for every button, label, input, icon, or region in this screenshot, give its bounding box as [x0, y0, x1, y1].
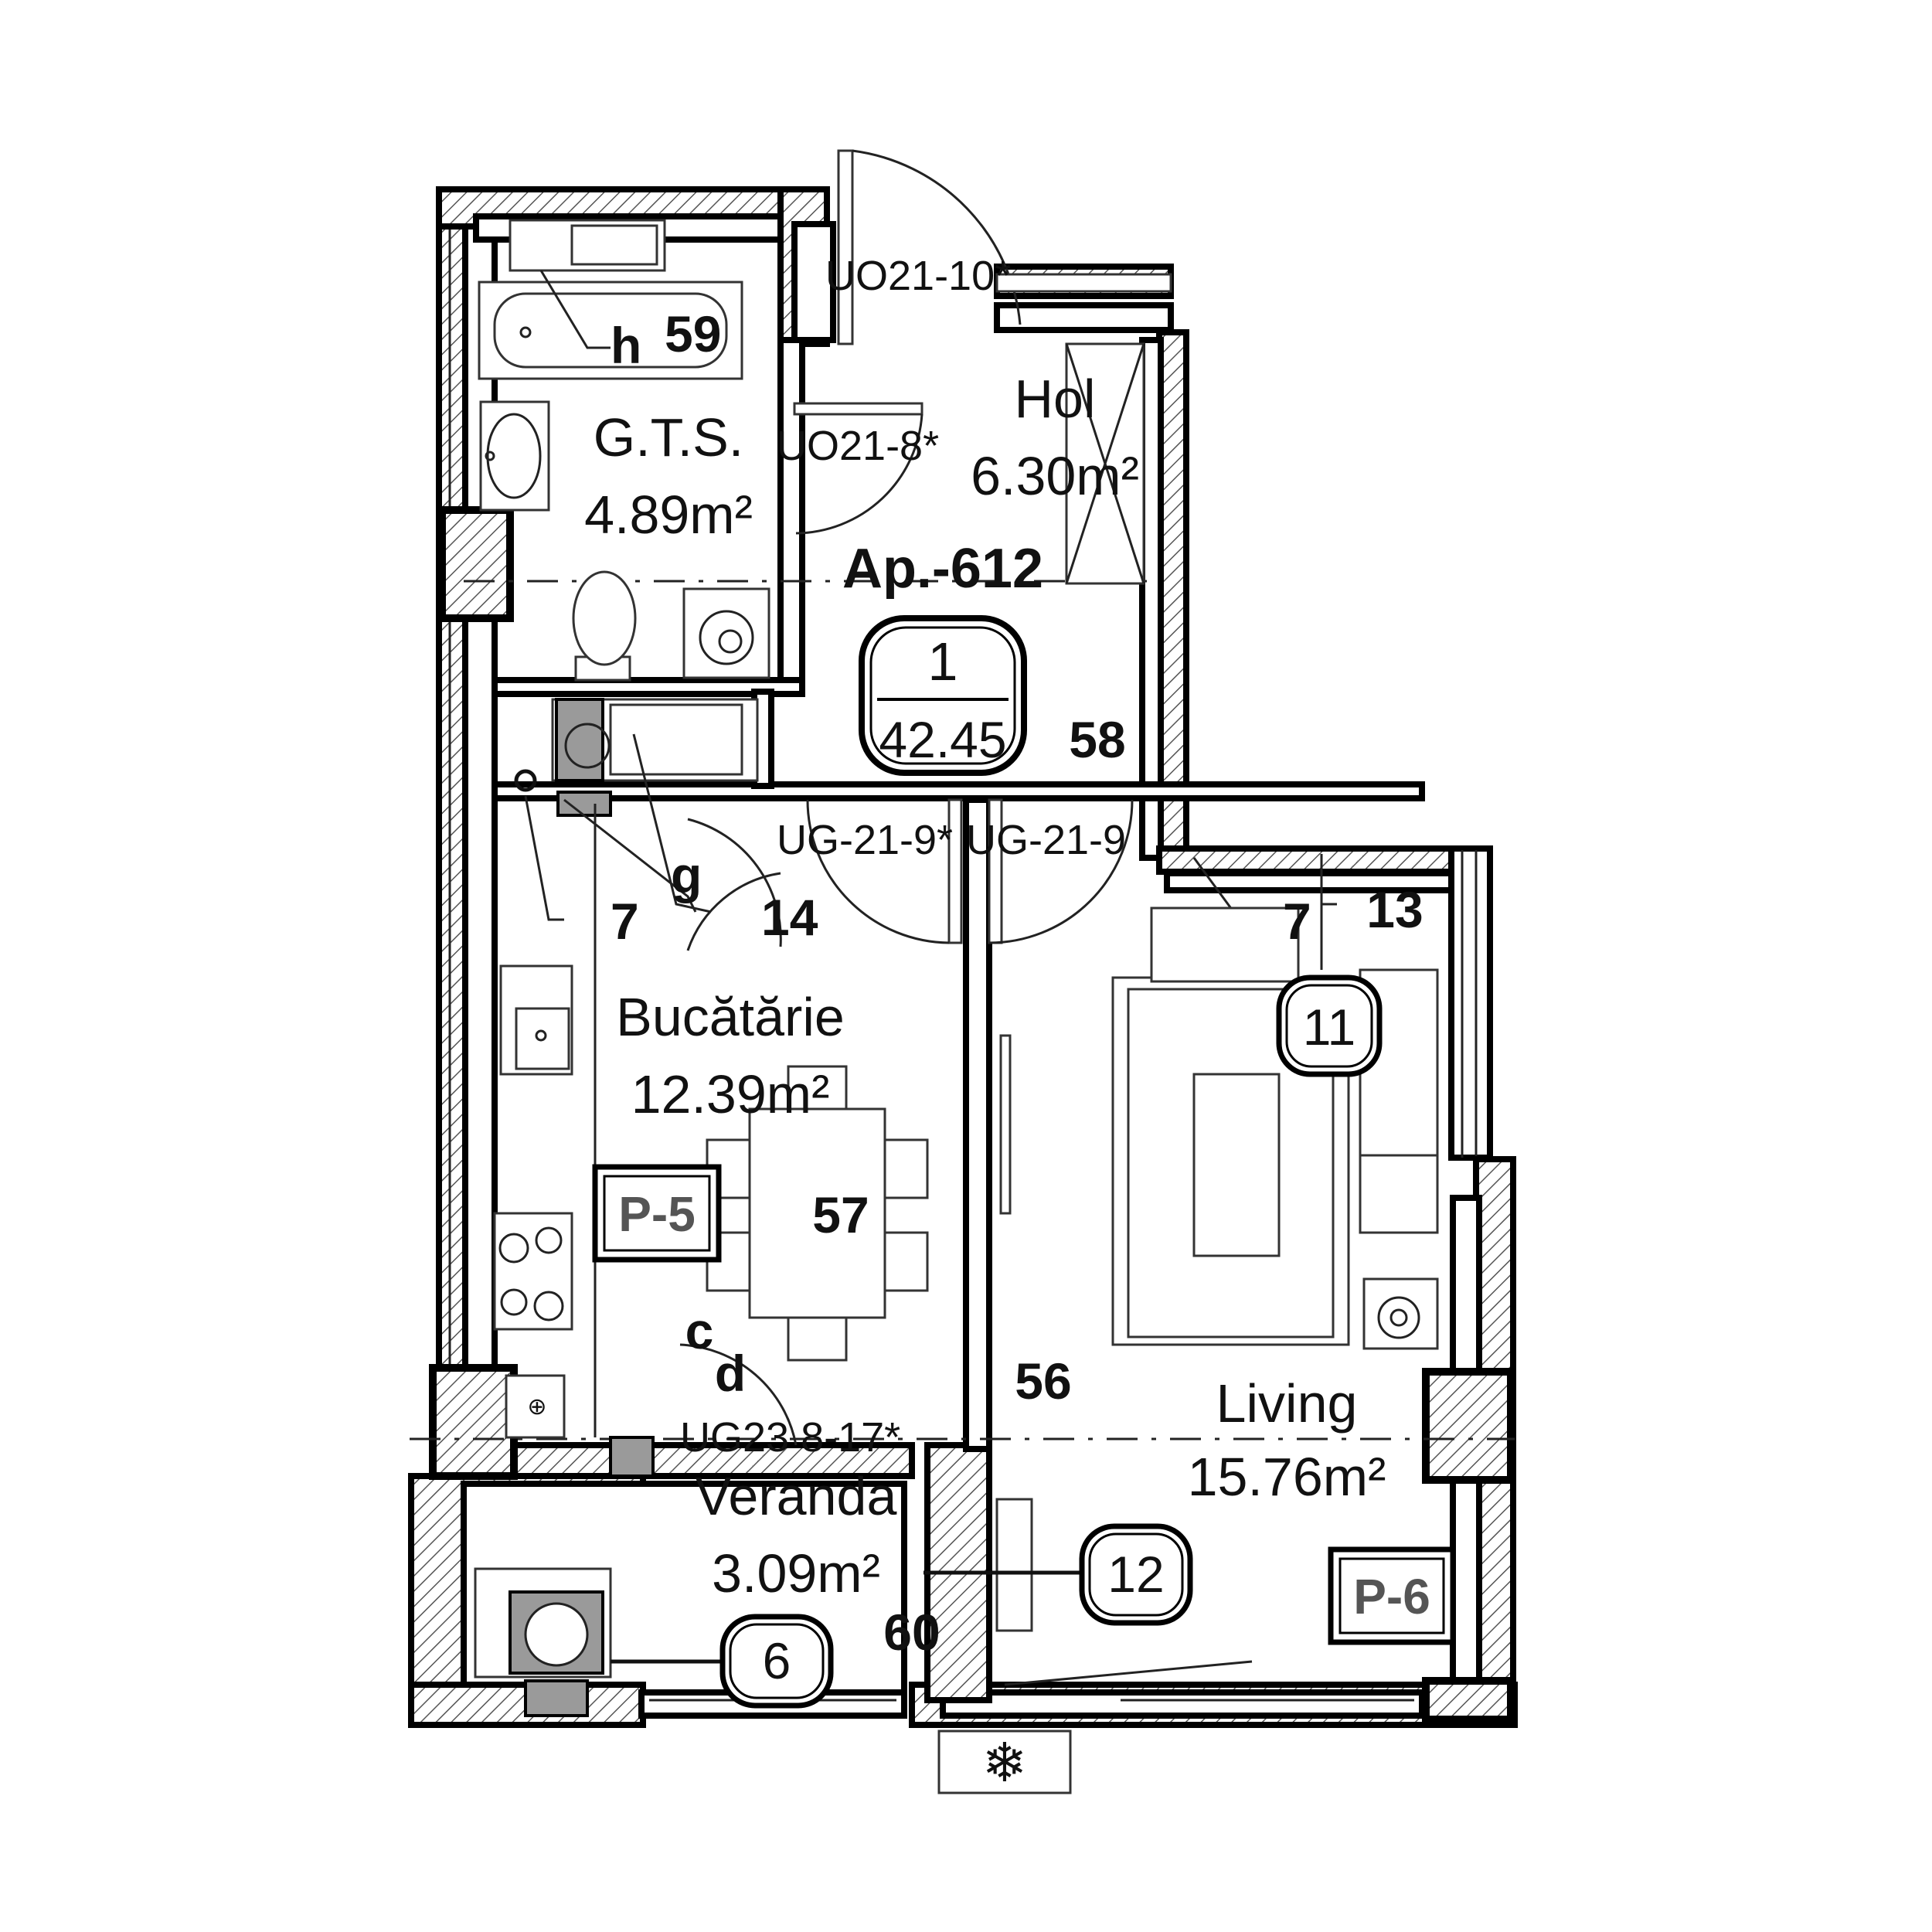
- veranda-door[interactable]: [609, 1343, 798, 1478]
- tag-11: [1276, 975, 1383, 1077]
- marker-57: 57: [812, 1186, 869, 1243]
- room-area-bath: 4.89m²: [584, 485, 753, 545]
- room-name-kitchen: Bucătărie: [616, 987, 845, 1047]
- washing-machine-icon: [682, 587, 770, 679]
- room-name-bath: G.T.S.: [594, 407, 743, 468]
- bath-door[interactable]: [793, 402, 923, 535]
- room-area-kitchen: 12.39m²: [631, 1064, 830, 1124]
- kitchen-cabinet: ⊕: [505, 1374, 566, 1439]
- door-code-bath: UO21-8*: [777, 423, 939, 469]
- entrance-door[interactable]: [837, 149, 1172, 345]
- tag-6-label: 6: [763, 1632, 791, 1689]
- apartment-total-area: 42.45: [879, 711, 1006, 768]
- marker-56: 56: [1015, 1352, 1071, 1410]
- tag-6: [719, 1614, 834, 1709]
- marker-13: 13: [1366, 881, 1423, 938]
- stove-icon: [493, 1212, 573, 1331]
- wardrobe: [1065, 342, 1145, 585]
- marker-d: d: [715, 1345, 746, 1402]
- marker-c: c: [685, 1302, 714, 1359]
- apartment-badge: [859, 615, 1027, 776]
- tag-12-label: 12: [1107, 1546, 1164, 1603]
- marker-58: 58: [1069, 711, 1125, 768]
- apartment-label: Ap.-612: [842, 538, 1043, 600]
- marker-59: 59: [665, 305, 721, 362]
- door-code-kitchen: UG-21-9*: [777, 817, 953, 863]
- door-code-living: UG-21-9: [966, 817, 1126, 863]
- door-code-veranda: UG23 8-17*: [680, 1414, 900, 1461]
- boiler-icon: [1362, 1277, 1439, 1350]
- kitchen-sink-icon: [499, 964, 573, 1076]
- veranda-unit: [474, 1567, 612, 1717]
- room-area-living: 15.76m²: [1188, 1447, 1386, 1507]
- marker-7-living: 7: [1283, 893, 1311, 950]
- dining-table-icon: [706, 1065, 929, 1362]
- tag-11-label: 11: [1303, 998, 1356, 1056]
- panel-p5-label: P-5: [618, 1186, 696, 1242]
- svg-text:❄: ❄: [982, 1733, 1028, 1793]
- interior-walls: [492, 337, 1425, 1452]
- living-door[interactable]: [988, 798, 1134, 944]
- panel-p6-label: P-6: [1353, 1569, 1430, 1624]
- apartment-rooms-count: 1: [928, 631, 958, 692]
- marker-g: g: [671, 846, 702, 903]
- room-name-veranda: Veranda: [696, 1466, 897, 1526]
- room-area-veranda: 3.09m²: [712, 1543, 880, 1604]
- room-area-hall: 6.30m²: [971, 446, 1139, 506]
- leader-lines: [524, 270, 1337, 970]
- tag-12: [1079, 1523, 1193, 1626]
- bathtub-top-icon: [509, 219, 666, 272]
- toilet-icon: [572, 570, 637, 682]
- marker-14: 14: [761, 889, 818, 946]
- svg-text:⊕: ⊕: [527, 1394, 546, 1420]
- room-name-living: Living: [1216, 1373, 1358, 1434]
- panel-p5: [592, 1164, 722, 1263]
- shaft-unit: [514, 698, 759, 817]
- bathtub-icon: [478, 281, 743, 380]
- room-name-hall: Hol: [1014, 369, 1095, 429]
- snowflake-icon: ❄: [937, 1730, 1072, 1794]
- marker-60: 60: [883, 1604, 940, 1661]
- sink-icon: [479, 400, 550, 512]
- door-code-entrance: UO21-10*: [825, 253, 1011, 299]
- kitchen-door[interactable]: [806, 798, 963, 944]
- radiator: [995, 1034, 1033, 1632]
- kitchen-inner-door[interactable]: [686, 818, 782, 951]
- marker-7-kitchen: 7: [611, 893, 639, 950]
- panel-p6: [1328, 1546, 1456, 1645]
- marker-h: h: [611, 317, 641, 374]
